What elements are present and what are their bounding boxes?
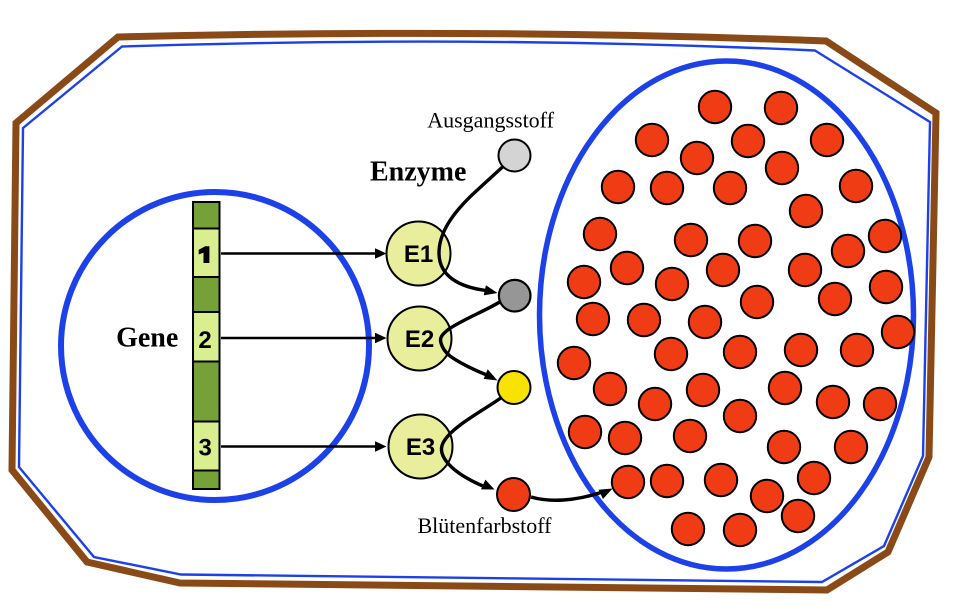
svg-text:3: 3 [199,434,212,461]
svg-text:Blütenfarbstoff: Blütenfarbstoff [417,513,552,538]
svg-text:Gene: Gene [116,323,178,354]
svg-text:2: 2 [198,327,211,354]
svg-text:E3: E3 [406,434,435,461]
svg-text:E1: E1 [404,241,433,268]
svg-text:Enzyme: Enzyme [370,157,466,188]
svg-text:E2: E2 [405,326,434,353]
svg-text:Ausgangsstoff: Ausgangsstoff [427,108,554,133]
